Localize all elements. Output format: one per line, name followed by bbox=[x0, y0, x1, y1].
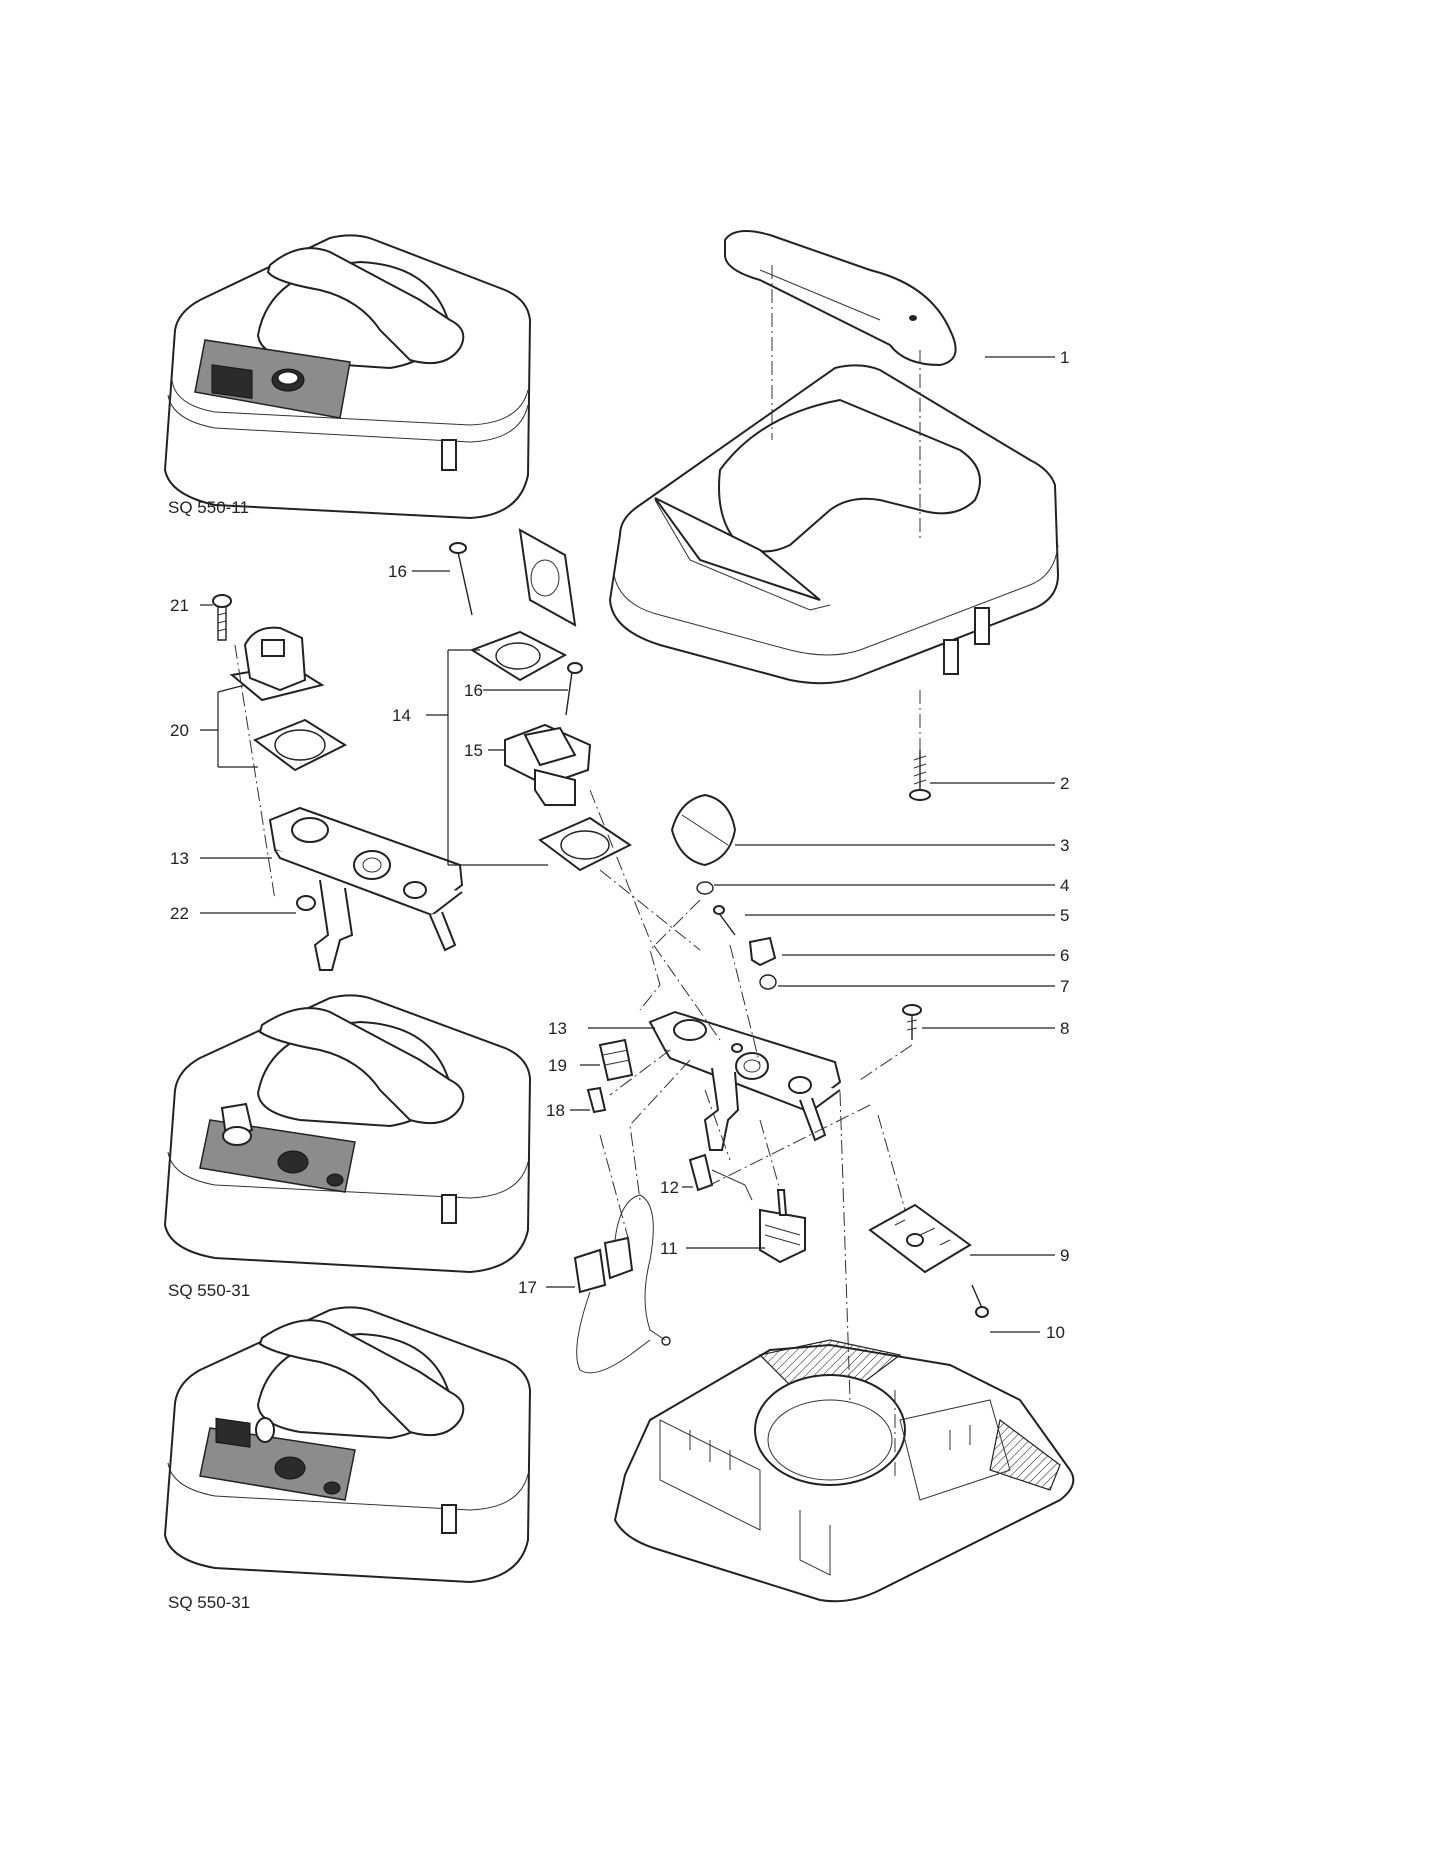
callout-11: 11 bbox=[660, 1239, 678, 1258]
callout-7: 7 bbox=[1060, 977, 1069, 996]
variant-label-sq550-31-b: SQ 550-31 bbox=[168, 1593, 250, 1612]
part-4-o-ring bbox=[696, 881, 714, 895]
part-18-connector bbox=[586, 1086, 607, 1114]
part-14-gasket bbox=[538, 816, 632, 872]
callout-numbers: 1 2 3 4 5 6 7 8 9 10 11 12 13 14 15 16 1… bbox=[170, 348, 1069, 1342]
callout-4: 4 bbox=[1060, 876, 1069, 895]
part-16-screw-upper bbox=[449, 542, 473, 616]
bracket-20 bbox=[217, 684, 258, 768]
part-20-socket bbox=[229, 626, 325, 702]
part-6-shaft-nut bbox=[748, 936, 777, 967]
callout-10: 10 bbox=[1046, 1323, 1065, 1342]
part-12-contact bbox=[688, 1153, 753, 1201]
part-8-screw bbox=[902, 1004, 922, 1040]
part-16-screw-lower bbox=[565, 662, 583, 716]
callout-13-right: 13 bbox=[548, 1019, 567, 1038]
part-15-socket bbox=[504, 723, 592, 806]
part-13-control-plate-left bbox=[268, 806, 464, 971]
part-19-connector bbox=[598, 1038, 634, 1082]
part-22-nut bbox=[296, 895, 316, 911]
variant-sq550-31-b-drawing bbox=[163, 1306, 532, 1584]
callout-20: 20 bbox=[170, 721, 189, 740]
callout-21: 21 bbox=[170, 596, 189, 615]
part-1-handle bbox=[724, 230, 957, 367]
part-3-knob bbox=[670, 793, 737, 867]
callout-12: 12 bbox=[660, 1178, 679, 1197]
variant-label-sq550-31-a: SQ 550-31 bbox=[168, 1281, 250, 1300]
part-11-switch bbox=[759, 1189, 806, 1264]
callout-6: 6 bbox=[1060, 946, 1069, 965]
part-17-cable-plug bbox=[573, 1194, 671, 1374]
leader-lines bbox=[200, 356, 1055, 1333]
callout-15: 15 bbox=[464, 741, 483, 760]
part-10-screw bbox=[971, 1284, 989, 1318]
variant-sq550-31-a-drawing bbox=[163, 994, 532, 1274]
part-2-screw bbox=[909, 750, 931, 801]
part-9-circuit-board bbox=[868, 1203, 972, 1274]
assembly-lines bbox=[234, 265, 921, 1480]
part-base-housing bbox=[613, 1339, 1075, 1603]
callout-9: 9 bbox=[1060, 1246, 1069, 1265]
callout-14: 14 bbox=[392, 706, 411, 725]
part-housing-cover bbox=[608, 364, 1060, 685]
variant-label-sq550-11: SQ 550-11 bbox=[168, 498, 249, 517]
callout-18: 18 bbox=[546, 1101, 565, 1120]
part-5-screw bbox=[713, 905, 736, 936]
callout-22: 22 bbox=[170, 904, 189, 923]
bracket-14 bbox=[447, 649, 548, 866]
part-14-flip-cover bbox=[469, 528, 577, 682]
part-20-gasket bbox=[252, 718, 348, 772]
callout-1: 1 bbox=[1060, 348, 1069, 367]
callout-16-upper: 16 bbox=[388, 562, 407, 581]
callout-19: 19 bbox=[548, 1056, 567, 1075]
callout-17: 17 bbox=[518, 1278, 537, 1297]
variant-sq550-11-drawing bbox=[163, 234, 532, 520]
callout-13-left: 13 bbox=[170, 849, 189, 868]
callout-16-lower: 16 bbox=[464, 681, 483, 700]
callout-5: 5 bbox=[1060, 906, 1069, 925]
callout-8: 8 bbox=[1060, 1019, 1069, 1038]
callout-2: 2 bbox=[1060, 774, 1069, 793]
part-13-control-plate-right bbox=[648, 1010, 842, 1151]
part-21-screw bbox=[212, 594, 232, 641]
callout-3: 3 bbox=[1060, 836, 1069, 855]
part-7-o-ring bbox=[759, 974, 777, 990]
